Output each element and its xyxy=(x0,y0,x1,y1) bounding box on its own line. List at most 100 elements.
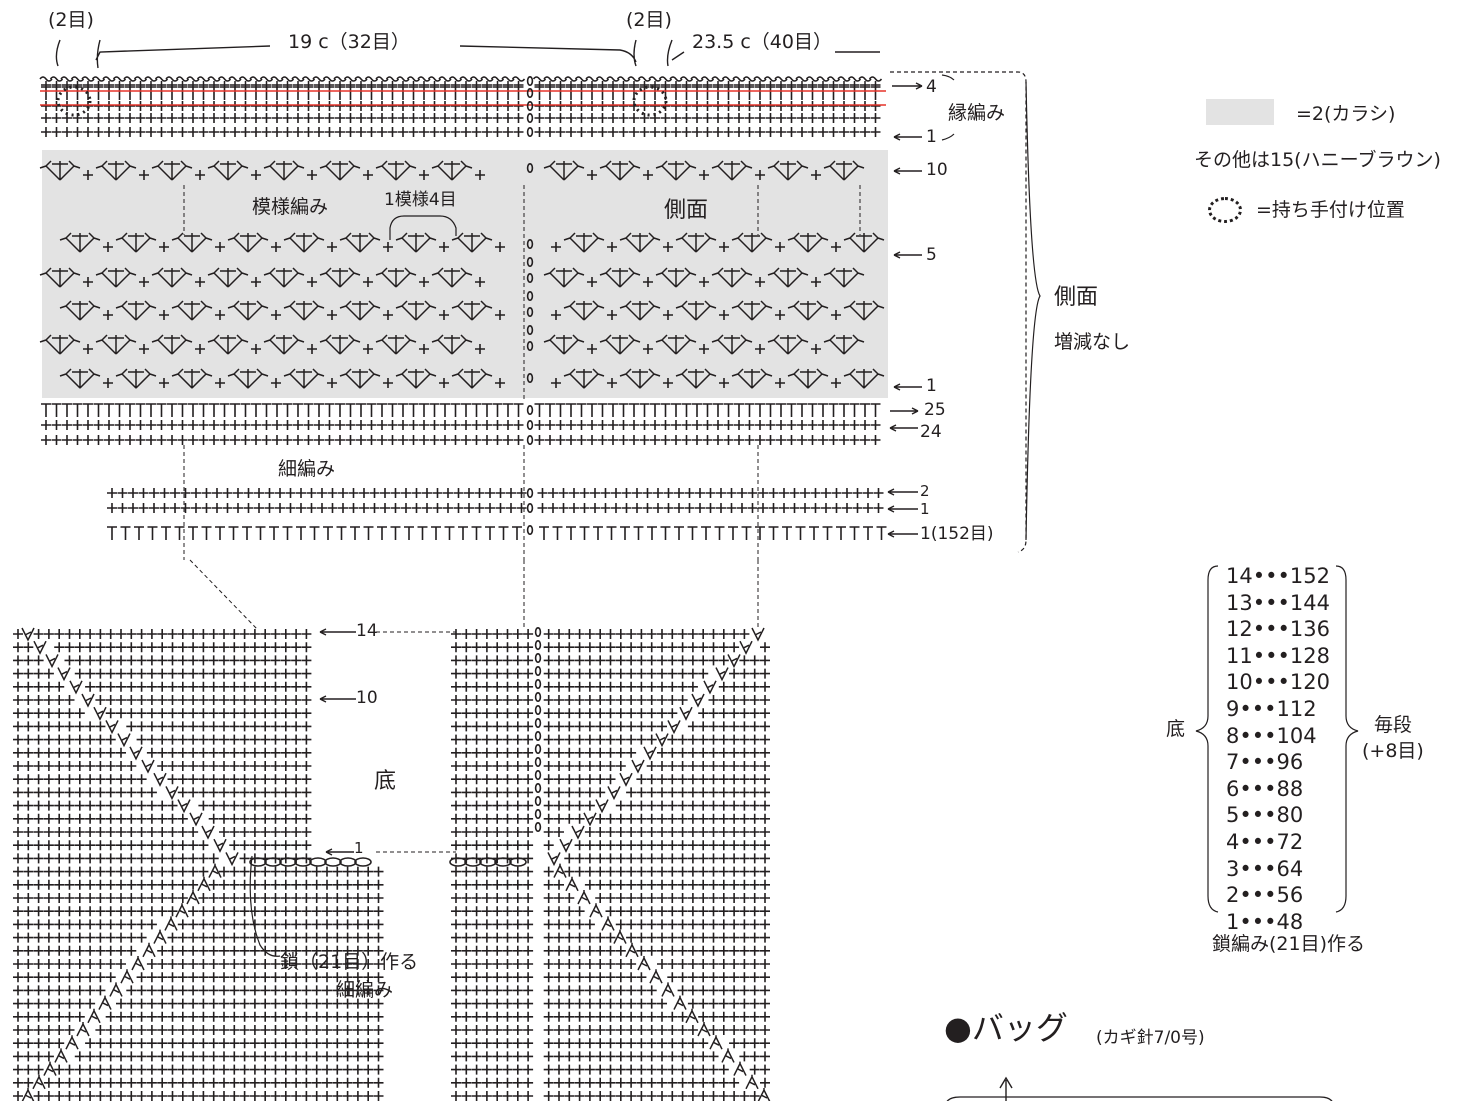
single-crochet-stitch xyxy=(63,905,76,918)
single-crochet-stitch xyxy=(481,126,493,138)
single-crochet-stitch xyxy=(542,984,555,997)
single-crochet-stitch xyxy=(687,641,699,654)
single-crochet-stitch xyxy=(759,680,771,693)
single-crochet-stitch xyxy=(84,812,96,825)
single-crochet-stitch xyxy=(717,918,730,931)
single-crochet-stitch xyxy=(707,1050,720,1063)
single-crochet-stitch xyxy=(511,971,524,984)
single-crochet-stitch xyxy=(717,707,730,720)
single-crochet-stitch xyxy=(656,667,668,680)
single-crochet-stitch xyxy=(323,419,336,431)
single-crochet-stitch xyxy=(229,126,241,138)
half-double-stitch xyxy=(160,526,172,541)
single-crochet-stitch xyxy=(300,878,313,891)
single-crochet-stitch xyxy=(200,487,213,499)
single-crochet-stitch xyxy=(645,799,658,812)
single-crochet-stitch xyxy=(625,984,637,997)
single-crochet-stitch xyxy=(830,487,843,499)
single-crochet-stitch xyxy=(63,786,76,799)
top-dimension-lines xyxy=(55,39,685,69)
single-crochet-stitch xyxy=(450,746,462,759)
single-crochet-stitch xyxy=(228,707,241,720)
single-crochet-stitch xyxy=(594,694,607,706)
single-crochet-stitch xyxy=(300,1010,313,1023)
edge-row-1 xyxy=(40,112,882,138)
half-double-stitch xyxy=(166,403,178,418)
single-crochet-stitch xyxy=(491,760,504,772)
single-crochet-stitch xyxy=(218,1037,230,1049)
slip-stitch xyxy=(534,691,542,703)
single-crochet-stitch xyxy=(135,680,148,693)
single-crochet-stitch xyxy=(676,667,689,680)
single-crochet-stitch xyxy=(310,997,323,1010)
single-crochet-stitch xyxy=(84,667,96,680)
single-crochet-stitch xyxy=(707,707,720,720)
single-crochet-stitch xyxy=(563,641,576,654)
single-crochet-stitch xyxy=(542,958,555,970)
single-crochet-stitch xyxy=(32,1024,45,1036)
single-crochet-stitch xyxy=(166,746,179,759)
single-crochet-stitch xyxy=(553,958,565,970)
single-crochet-stitch xyxy=(53,971,65,984)
single-crochet-stitch xyxy=(460,419,472,431)
slip-stitch xyxy=(534,769,542,781)
single-crochet-stitch xyxy=(115,944,127,957)
single-crochet-stitch xyxy=(563,812,576,825)
single-crochet-stitch xyxy=(617,126,630,138)
single-crochet-stitch xyxy=(594,707,607,720)
single-crochet-stitch xyxy=(553,694,565,706)
single-crochet-stitch xyxy=(352,1077,364,1089)
single-crochet-stitch xyxy=(344,100,357,112)
single-crochet-stitch xyxy=(290,1050,302,1063)
single-crochet-stitch xyxy=(43,1077,55,1089)
single-crochet-stitch xyxy=(300,918,313,931)
single-crochet-stitch xyxy=(439,434,451,446)
single-crochet-stitch xyxy=(625,1077,637,1089)
decrease-stitch xyxy=(607,785,621,800)
half-double-stitch xyxy=(208,403,220,418)
single-crochet-stitch xyxy=(645,760,658,772)
single-crochet-stitch xyxy=(728,1010,740,1023)
single-crochet-stitch xyxy=(310,878,323,891)
single-crochet-stitch xyxy=(707,746,720,759)
single-crochet-stitch xyxy=(74,1077,86,1089)
single-crochet-stitch xyxy=(522,680,534,693)
single-crochet-stitch xyxy=(511,958,524,970)
single-crochet-stitch xyxy=(656,892,668,904)
single-crochet-stitch xyxy=(300,1090,313,1101)
single-crochet-stitch xyxy=(166,1037,179,1049)
single-crochet-stitch xyxy=(218,746,230,759)
single-crochet-stitch xyxy=(827,419,840,431)
single-crochet-stitch xyxy=(614,1010,627,1023)
single-crochet-stitch xyxy=(717,773,730,786)
single-crochet-stitch xyxy=(125,707,138,720)
brace-note: 増減なし xyxy=(1054,331,1131,353)
single-crochet-stitch xyxy=(249,641,261,654)
single-crochet-stitch xyxy=(156,733,168,746)
single-crochet-stitch xyxy=(166,892,179,904)
single-crochet-stitch xyxy=(748,654,761,667)
single-crochet-stitch xyxy=(683,502,696,514)
row-arrow xyxy=(893,133,922,141)
single-crochet-stitch xyxy=(460,434,472,446)
single-crochet-stitch xyxy=(481,1090,493,1101)
single-crochet-stitch xyxy=(341,905,354,918)
single-crochet-stitch xyxy=(43,812,55,825)
single-crochet-stitch xyxy=(362,1037,375,1049)
single-crochet-stitch xyxy=(179,487,192,499)
single-crochet-stitch xyxy=(645,1050,658,1063)
single-crochet-stitch xyxy=(341,878,354,891)
half-double-stitch xyxy=(355,86,367,101)
single-crochet-stitch xyxy=(827,100,840,112)
single-crochet-stitch xyxy=(300,760,313,772)
single-crochet-stitch xyxy=(352,1063,364,1076)
single-crochet-stitch xyxy=(355,434,367,446)
half-double-stitch xyxy=(134,86,147,101)
single-crochet-stitch xyxy=(481,654,493,667)
single-crochet-stitch xyxy=(305,487,318,499)
row-arrow xyxy=(887,530,918,538)
single-crochet-stitch xyxy=(32,733,45,746)
single-crochet-stitch xyxy=(533,100,546,112)
single-crochet-stitch xyxy=(242,502,255,514)
row-number: 2 xyxy=(920,482,930,500)
